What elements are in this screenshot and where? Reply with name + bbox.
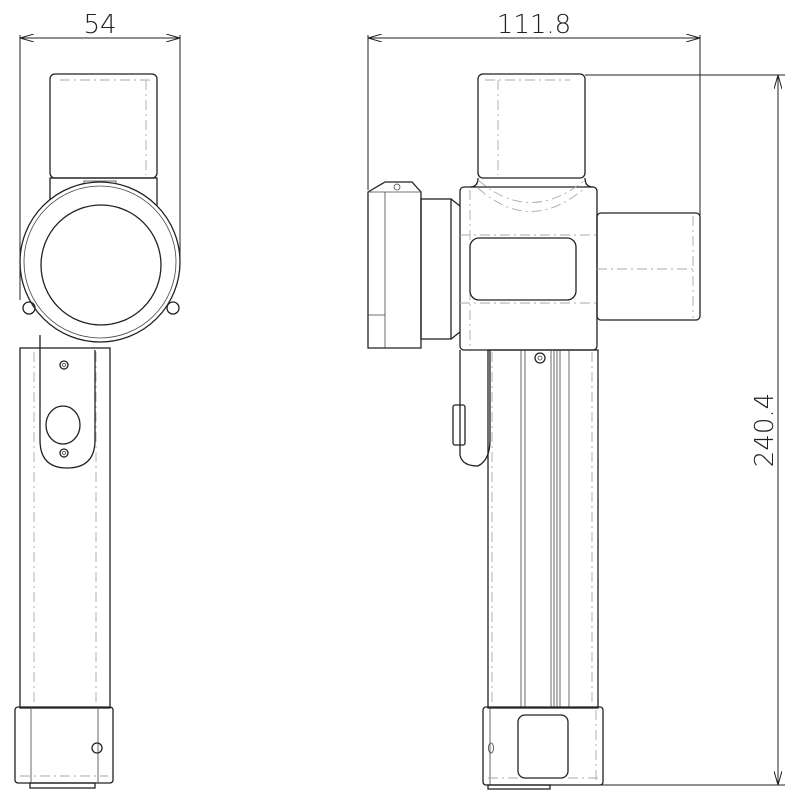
- grip-screw: [534, 352, 546, 364]
- ring-tab-right: [166, 301, 180, 315]
- side-bottom-cap: [482, 706, 604, 786]
- lens-ring: [19, 181, 181, 343]
- dim-label-54: 54: [83, 10, 116, 40]
- side-base-lip: [487, 784, 551, 790]
- ring-tab-left: [22, 301, 36, 315]
- battery-window: [517, 714, 569, 779]
- trigger-panel: [459, 350, 491, 467]
- side-top-block: [477, 73, 586, 179]
- side-view: [367, 35, 785, 790]
- dim-label-111-8: 111.8: [497, 10, 571, 40]
- side-cylinder: [596, 212, 701, 321]
- handle-body: [19, 347, 111, 709]
- control-panel: [39, 335, 96, 469]
- side-button: [452, 404, 466, 446]
- top-block: [49, 73, 158, 179]
- grip: [487, 349, 599, 709]
- lens-ring-side: [420, 198, 452, 340]
- front-view: [14, 35, 181, 789]
- lens: [40, 204, 162, 326]
- screw-top: [59, 360, 69, 370]
- dimension-length-111-8: [367, 35, 701, 215]
- lanyard-hole: [91, 742, 103, 754]
- side-lanyard-hole: [488, 742, 494, 754]
- screw-bottom: [59, 448, 69, 458]
- lens-cap-side: [367, 181, 422, 349]
- dim-label-240-4: 240.4: [750, 393, 780, 467]
- power-button: [45, 405, 81, 445]
- base-lip: [29, 782, 96, 789]
- display-window: [469, 237, 577, 301]
